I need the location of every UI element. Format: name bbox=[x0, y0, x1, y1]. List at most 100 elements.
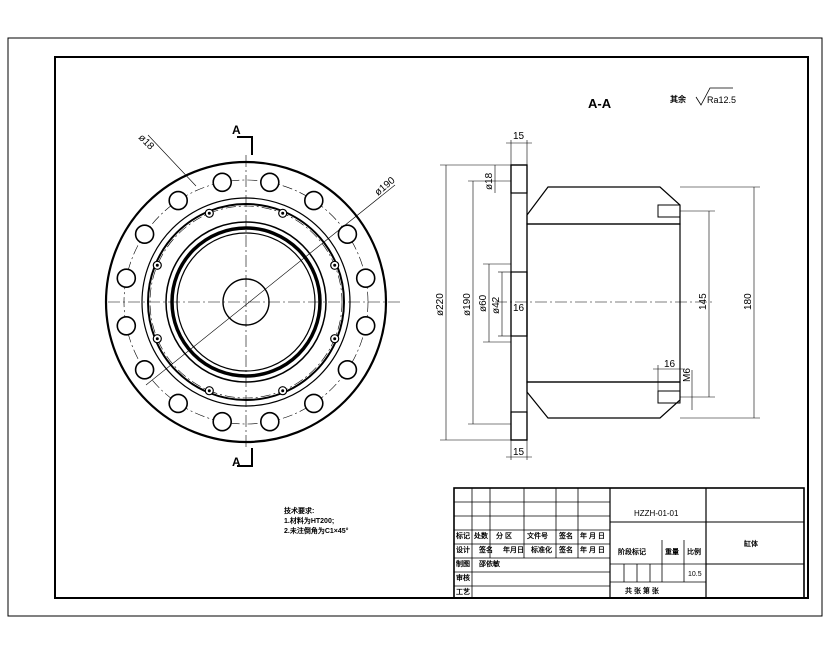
bolt-hole bbox=[134, 359, 155, 380]
dim-flange-thk-bottom: 15 bbox=[513, 447, 525, 458]
dim-thread-len: 16 bbox=[664, 359, 676, 370]
dim-bolt-circle: ø190 bbox=[462, 293, 473, 316]
scale-label: 比例 bbox=[687, 547, 701, 556]
bolt-hole bbox=[303, 393, 324, 414]
bolt-hole bbox=[355, 315, 376, 336]
bolt-holes bbox=[116, 172, 376, 432]
surface-roughness: Ra12.5 bbox=[707, 95, 736, 105]
row-header-3: 文件号 bbox=[527, 531, 548, 540]
section-title: A-A bbox=[588, 96, 612, 111]
tech-notes-line2: 2.未注倒角为C1×45° bbox=[284, 526, 349, 535]
thread-hole bbox=[278, 386, 288, 396]
dim-bore-42: ø42 bbox=[491, 296, 502, 314]
hole-dim-leader bbox=[147, 134, 197, 187]
dim-inner-145: 145 bbox=[698, 293, 709, 310]
bolt-hole bbox=[355, 268, 376, 289]
bolt-circle-label: ø190 bbox=[373, 175, 398, 198]
bolt-hole bbox=[168, 190, 188, 211]
bolt-hole bbox=[116, 268, 137, 289]
section-view: 15 15 ø18 ø220 ø190 ø60 ø42 16 16 M6 145… bbox=[435, 131, 760, 460]
design-row-5: 年 月 日 bbox=[580, 545, 605, 554]
thread-hole bbox=[204, 208, 214, 218]
weight-label: 重量 bbox=[665, 547, 679, 556]
pcd-dim-leader bbox=[145, 184, 396, 386]
scale-value: 10.5 bbox=[688, 571, 702, 578]
outer-border bbox=[7, 37, 823, 617]
bolt-pcd-circle bbox=[123, 179, 369, 425]
cut-marker-top bbox=[237, 136, 253, 155]
row-header-2: 分 区 bbox=[496, 531, 512, 540]
hole-dia-label: ø18 bbox=[136, 132, 156, 152]
surface-note-prefix: 其余 bbox=[670, 94, 687, 104]
dim-recess-16: 16 bbox=[513, 303, 525, 314]
flange-hole-bottom bbox=[510, 411, 528, 441]
drawing-number: HZZH-01-01 bbox=[634, 509, 679, 518]
bore-circle-outer bbox=[165, 221, 327, 383]
section-dimension-lines bbox=[440, 140, 760, 460]
flange-outer-circle bbox=[104, 160, 388, 444]
bolt-hole bbox=[337, 359, 358, 380]
bolt-hole bbox=[337, 224, 358, 244]
design-row-4: 签名 bbox=[558, 545, 573, 554]
tech-notes-line1: 1.材料为HT200; bbox=[284, 516, 334, 525]
cut-label-bottom: A bbox=[232, 455, 241, 469]
row-header-5: 年 月 日 bbox=[580, 531, 605, 540]
bolt-hole bbox=[212, 411, 232, 432]
section-bore bbox=[526, 223, 681, 383]
bore-circle-inner bbox=[176, 232, 316, 372]
front-view: ø18 ø190 A A bbox=[104, 123, 400, 469]
dim-small-hole: ø18 bbox=[484, 172, 495, 190]
dim-overall-180: 180 bbox=[743, 293, 754, 310]
thread-hole bbox=[330, 334, 340, 344]
center-hole bbox=[222, 278, 270, 326]
thread-hole bbox=[330, 260, 340, 270]
roughness-icon bbox=[695, 87, 733, 106]
center-recess bbox=[510, 271, 528, 337]
thread-pcd-circle bbox=[149, 205, 343, 399]
bore-circle-thick bbox=[170, 226, 322, 378]
part-name: 缸体 bbox=[743, 539, 759, 548]
row-header-4: 签名 bbox=[558, 531, 573, 540]
section-body-bottom bbox=[526, 381, 681, 419]
inner-frame bbox=[54, 56, 809, 599]
thread-hole bbox=[152, 260, 162, 270]
dim-flange-thk-top: 15 bbox=[513, 131, 525, 142]
cut-label-top: A bbox=[232, 123, 241, 137]
process-label: 工艺 bbox=[456, 587, 470, 596]
bolt-hole bbox=[259, 172, 280, 193]
drafter-label: 制图 bbox=[456, 559, 470, 568]
row-header-1: 处数 bbox=[473, 531, 489, 540]
thread-hole bbox=[152, 334, 162, 344]
dim-bore-60: ø60 bbox=[478, 294, 489, 312]
hub-circle bbox=[147, 203, 345, 401]
hub-circle-outer bbox=[141, 197, 351, 407]
bolt-hole bbox=[303, 190, 324, 211]
drafter-name: 邵依敏 bbox=[478, 559, 501, 568]
dim-outer-dia: ø220 bbox=[435, 293, 446, 316]
row-header-0: 标记 bbox=[455, 531, 470, 540]
bolt-hole bbox=[116, 315, 137, 336]
design-row-3: 标准化 bbox=[530, 545, 552, 554]
tech-notes-title: 技术要求: bbox=[284, 506, 314, 515]
tapped-hole-top bbox=[657, 204, 681, 218]
bolt-hole bbox=[134, 224, 155, 244]
thread-holes bbox=[152, 208, 340, 396]
section-body-top bbox=[526, 186, 681, 225]
design-row-2: 年月日 bbox=[503, 545, 524, 554]
bolt-hole bbox=[259, 411, 280, 432]
review-label: 审核 bbox=[456, 573, 470, 582]
design-row-1: 签名 bbox=[478, 545, 493, 554]
bolt-hole bbox=[212, 172, 232, 193]
design-row-0: 设计 bbox=[456, 545, 470, 554]
thread-hole bbox=[204, 386, 214, 396]
dim-thread: M6 bbox=[682, 368, 693, 382]
flange-hole-top bbox=[510, 164, 528, 194]
stage-label: 阶段标记 bbox=[618, 547, 646, 556]
title-block: HZZH-01-01 缸体 阶段标记 重量 比例 10.5 共 张 第 张 标记… bbox=[453, 487, 805, 599]
bolt-hole bbox=[168, 393, 188, 414]
sheet-info: 共 张 第 张 bbox=[625, 586, 660, 595]
cut-marker-bottom bbox=[237, 448, 253, 467]
tapped-hole-bottom bbox=[657, 390, 681, 404]
thread-hole bbox=[278, 208, 288, 218]
